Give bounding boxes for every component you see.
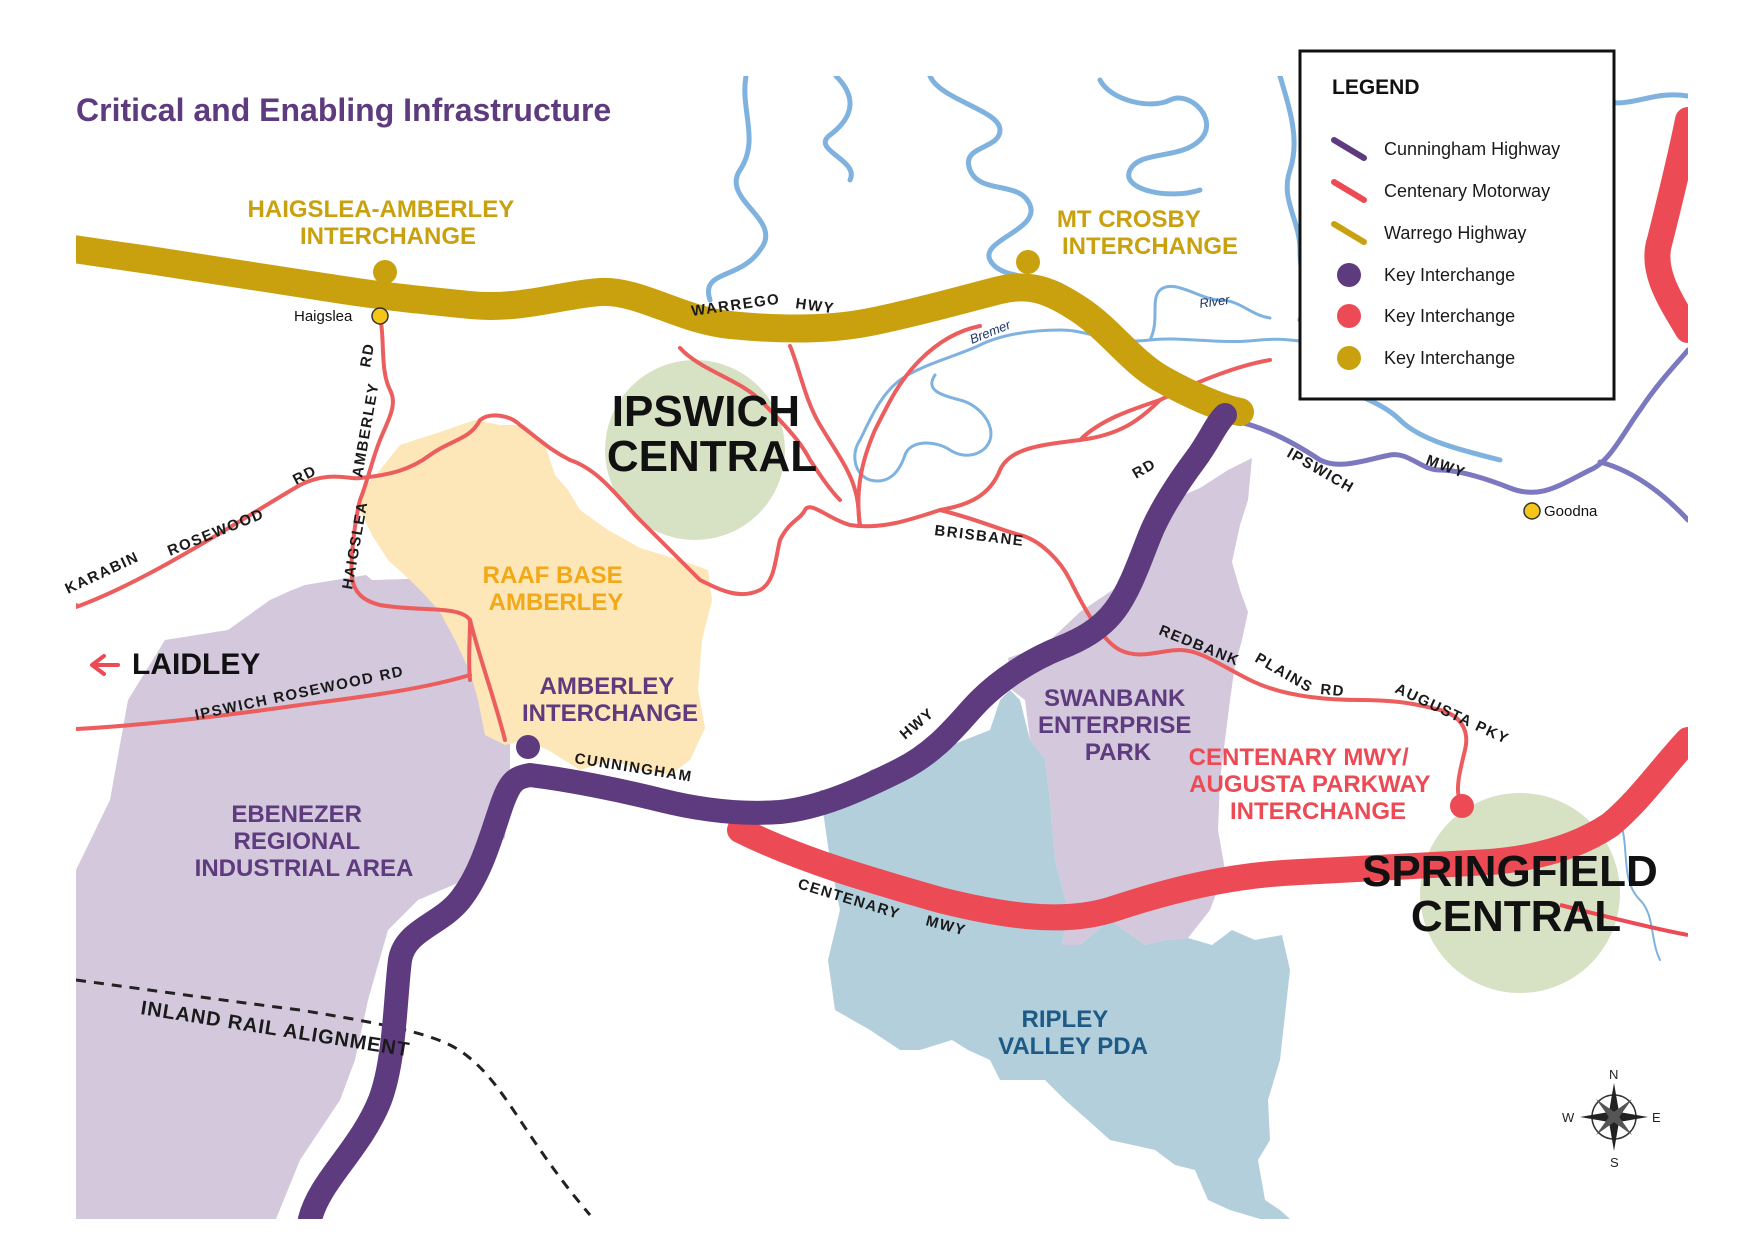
rosewood-road-label: ROSEWOOD bbox=[165, 505, 267, 559]
warrego-hwy-road-label: HWY bbox=[794, 295, 835, 317]
legend-swatch-interchange-gold bbox=[1337, 346, 1361, 370]
cunningham-highway-line bbox=[298, 403, 1237, 1219]
laidley-label: LAIDLEY bbox=[132, 648, 260, 681]
bremer-river-label: Bremer bbox=[968, 317, 1014, 347]
rosewood-rd-label: RD bbox=[290, 462, 320, 488]
compass-n: N bbox=[1609, 1067, 1618, 1082]
swanbank-enterprise-park-label: SWANBANK ENTERPRISE PARK bbox=[1038, 685, 1198, 766]
centenary-motorway-line bbox=[727, 727, 1688, 931]
laidley-direction: LAIDLEY bbox=[90, 648, 260, 681]
legend-swatch-cunningham bbox=[1331, 137, 1367, 161]
compass-rose-icon: N S E W bbox=[1562, 1067, 1661, 1170]
ipswich-motorway-branch bbox=[1597, 459, 1688, 523]
legend-label-interchange-red: Key Interchange bbox=[1384, 306, 1515, 326]
ipswich-mwy-road-label: MWY bbox=[1424, 452, 1469, 482]
amberley-road-label: AMBERLEY bbox=[349, 381, 382, 479]
centenary-augusta-interchange-dot bbox=[1450, 794, 1474, 818]
centenary-motorway-east bbox=[1644, 107, 1688, 343]
haigslea-label: Haigslea bbox=[294, 308, 353, 325]
goodna-label: Goodna bbox=[1544, 503, 1598, 520]
legend-swatch-centenary bbox=[1331, 179, 1367, 203]
compass-s: S bbox=[1610, 1155, 1619, 1170]
ebenezer-industrial-area bbox=[76, 575, 510, 1219]
ripley-valley-pda-label: RIPLEY VALLEY PDA bbox=[998, 1006, 1148, 1060]
left-arrow-icon bbox=[90, 654, 120, 676]
haigslea-amberley-interchange-label: HAIGSLEA-AMBERLEY INTERCHANGE bbox=[248, 196, 521, 250]
goodna-town-dot bbox=[1523, 502, 1541, 520]
amberley-interchange-label: AMBERLEY INTERCHANGE bbox=[522, 673, 698, 727]
mt-crosby-interchange-label: MT CROSBY INTERCHANGE bbox=[1057, 206, 1238, 260]
mt-crosby-interchange-dot bbox=[1016, 250, 1040, 274]
ipswich-motorway-line bbox=[1227, 347, 1688, 495]
ripley-valley-pda-area bbox=[820, 690, 1290, 1219]
river-label: River bbox=[1198, 292, 1231, 311]
ebenezer-regional-industrial-area-label: EBENEZER REGIONAL INDUSTRIAL AREA bbox=[195, 801, 414, 882]
legend-label-warrego: Warrego Highway bbox=[1384, 223, 1526, 243]
brisbane-rd-label: RD bbox=[1130, 455, 1160, 482]
haigslea-town-dot bbox=[371, 307, 389, 325]
local-roads bbox=[76, 314, 1469, 802]
centenary-augusta-interchange-label: CENTENARY MWY/ AUGUSTA PARKWAY INTERCHAN… bbox=[1189, 744, 1437, 825]
redbank-rd-label: RD bbox=[1320, 681, 1346, 700]
ipswich-central-label: IPSWICH CENTRAL bbox=[607, 387, 817, 481]
brisbane-road-label: BRISBANE bbox=[934, 522, 1026, 550]
legend: LEGEND Cunningham Highway Centenary Moto… bbox=[1298, 49, 1616, 401]
legend-label-centenary: Centenary Motorway bbox=[1384, 181, 1550, 201]
legend-heading: LEGEND bbox=[1332, 76, 1420, 99]
amberley-interchange-dot bbox=[516, 735, 540, 759]
legend-swatch-interchange-purple bbox=[1337, 263, 1361, 287]
legend-swatch-interchange-red bbox=[1337, 304, 1361, 328]
ipswich-central-area bbox=[605, 360, 785, 540]
inland-rail-alignment bbox=[76, 978, 592, 1216]
raaf-base-amberley-area bbox=[360, 420, 712, 775]
plains-road-label: PLAINS bbox=[1252, 650, 1316, 697]
haigslea-amberley-interchange-dot bbox=[373, 260, 397, 284]
springfield-central-label: SPRINGFIELD CENTRAL bbox=[1362, 847, 1670, 941]
legend-swatch-warrego bbox=[1331, 221, 1367, 245]
swanbank-enterprise-park-area bbox=[1008, 458, 1252, 945]
compass-e: E bbox=[1652, 1110, 1661, 1125]
compass-w: W bbox=[1562, 1110, 1575, 1125]
karabin-road-label: KARABIN bbox=[63, 549, 142, 598]
legend-box bbox=[1298, 49, 1616, 401]
ipswich-road-label: IPSWICH bbox=[1284, 445, 1357, 497]
map-canvas bbox=[76, 76, 1688, 1219]
legend-label-cunningham: Cunningham Highway bbox=[1384, 139, 1560, 159]
centenary-motorway-spur bbox=[1559, 903, 1688, 937]
augusta-pky-label: AUGUSTA PKY bbox=[1392, 680, 1512, 748]
raaf-base-amberley-label: RAAF BASE AMBERLEY bbox=[483, 562, 630, 616]
warrego-highway-line bbox=[76, 235, 1254, 426]
amberley-rd-road-label: RD bbox=[357, 341, 378, 368]
legend-label-interchange-purple: Key Interchange bbox=[1384, 265, 1515, 285]
map-title: Critical and Enabling Infrastructure bbox=[76, 92, 611, 128]
legend-label-interchange-gold: Key Interchange bbox=[1384, 348, 1515, 368]
